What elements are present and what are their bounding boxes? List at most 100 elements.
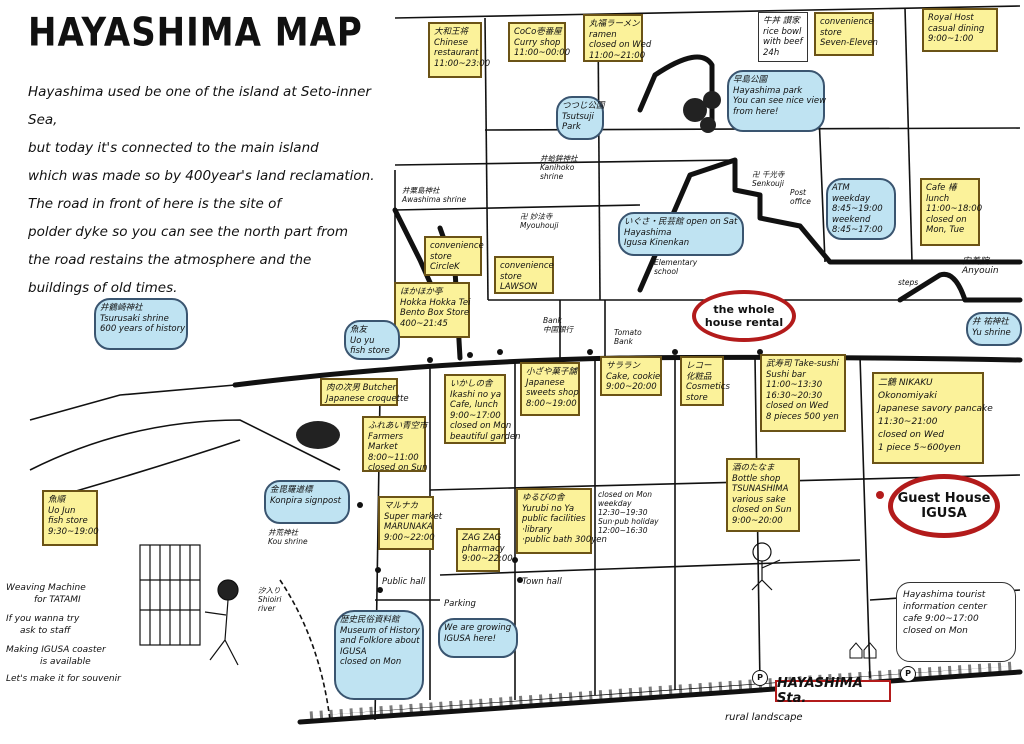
place-label-line: つつじ公園 <box>562 101 605 111</box>
intro-line: buildings of old times. <box>28 280 178 296</box>
place-label-line: 12:30~19:30 <box>598 508 648 517</box>
place-label-line: Tomato <box>614 328 642 337</box>
intro-line: but today it's connected to the main isl… <box>28 140 319 156</box>
parking-icon: P <box>900 666 916 682</box>
place-label-line: shrine <box>540 172 564 181</box>
yurubi-no-ya-label[interactable]: ゆるびの舎 Yurubi no Ya public facilities ·li… <box>516 488 607 554</box>
place-label-line: restaurant <box>434 48 479 58</box>
hokka-hokka-tei-label[interactable]: ほかほか亭 Hokka Hokka Tei Bento Box Store 40… <box>394 282 470 338</box>
sweets-shop-label[interactable]: 小ざや菓子舗 Japanese sweets shop 8:00~19:00 <box>520 362 580 416</box>
boy-icon <box>751 542 781 591</box>
place-label-line: and Folklore about <box>340 636 420 646</box>
place-label-line: closed on Wed <box>589 40 652 50</box>
place-label-line: 魚順 <box>48 495 66 505</box>
place-label-line: 11:00~00:00 <box>514 48 571 58</box>
beef-bowl-label[interactable]: 牛丼 讃家 rice bowl with beef 24h <box>758 12 808 62</box>
nikaku-okonomiyaki-label[interactable]: 二鶴 NIKAKU Okonomiyaki Japanese savory pa… <box>872 372 993 464</box>
place-label-line: lunch <box>926 193 950 204</box>
konpira-signpost-label[interactable]: 金毘羅道標 Konpira signpost <box>264 480 350 524</box>
place-label-line: 9:00~22:00 <box>384 532 435 543</box>
curry-shop-label[interactable]: CoCo壱番屋 Curry shop 11:00~00:00 <box>508 22 571 62</box>
farmers-market-label[interactable]: ふれあい青空市 Farmers Market 8:00~11:00 closed… <box>362 416 428 473</box>
place-label-line: Mon, Tue <box>926 225 965 235</box>
place-label-line: Hokka Hokka Tei <box>400 297 471 308</box>
place-label-line: 16:30~20:30 <box>766 390 823 401</box>
place-label-line: レコー <box>686 361 712 371</box>
place-label-line: Park <box>562 122 581 132</box>
rail-ties <box>309 661 1016 721</box>
marunaka-supermarket-label[interactable]: マルナカ Super market MARUNAKA 9:00~22:00 <box>378 496 443 550</box>
intro-line: the road restains the atmosphere and the <box>28 252 312 268</box>
place-label-line: 600 years of history <box>100 324 186 334</box>
sarana-cake-shop-label[interactable]: サララン Cake, cookie 9:00~20:00 <box>600 356 662 396</box>
uo-yu-fish-store-label[interactable]: 魚友 Uo yu fish store <box>344 320 400 360</box>
place-label-line: from here! <box>733 106 779 117</box>
lawson-label[interactable]: convenience store LAWSON <box>494 256 554 294</box>
place-label-line: with beef <box>763 37 803 47</box>
kanihoko-shrine-label: 井蛤鉾神社 Kanihoko shrine <box>540 154 578 181</box>
intro-line: which was made so by 400year's land recl… <box>28 168 375 184</box>
place-label-line: サララン <box>606 361 641 371</box>
place-label-line: Kou shrine <box>268 537 308 546</box>
place-label-line: 400~21:45 <box>400 318 448 329</box>
parking-label: Parking <box>444 599 476 609</box>
place-label-line: You can see nice view <box>733 96 827 106</box>
intro-line: The road in front of here is the site of <box>28 196 282 212</box>
place-label-line: convenience <box>820 17 874 27</box>
whole-house-rental-label[interactable]: the whole house rental <box>692 290 796 342</box>
place-label-line: cafe 9:00~17:00 <box>903 614 979 624</box>
royal-host-label[interactable]: Royal Host casual dining 9:00~1:00 <box>922 8 998 52</box>
tree-icon <box>700 117 716 133</box>
zagzag-pharmacy-label[interactable]: ZAG ZAG pharmacy 9:00~22:00 <box>456 528 513 572</box>
public-hall-label: Public hall <box>382 577 426 587</box>
yurubi-hours-label: closed on Mon weekday 12:30~19:30 Sun·pu… <box>598 490 659 535</box>
museum-label[interactable]: 歴史民俗資料館 Museum of History and Folklore a… <box>334 610 424 700</box>
hayashima-station-label[interactable]: HAYASHIMA Sta. <box>775 676 891 706</box>
place-label-line: Yurubi no Ya <box>522 503 575 514</box>
igusa-field-label[interactable]: We are growing IGUSA here! <box>438 618 518 658</box>
cafe-tsubaki-label[interactable]: Cafe 椿 lunch 11:00~18:00 closed on Mon, … <box>920 178 982 246</box>
place-label-line: 8:45~17:00 <box>832 225 883 235</box>
place-label-line: マルナカ <box>384 501 419 511</box>
place-label-line: 酒のたなま <box>732 463 775 473</box>
take-sushi-label[interactable]: 武寿司 Take-sushi Sushi bar 11:00~13:30 16:… <box>760 354 846 432</box>
circlek-label[interactable]: convenience store CircleK <box>424 236 484 276</box>
hayashima-park-label[interactable]: 早島公園 Hayashima park You can see nice vie… <box>727 70 827 132</box>
place-label-line: closed on Wed <box>878 430 944 440</box>
place-label-line: 大和王将 <box>434 27 469 37</box>
tourist-info-center-label[interactable]: Hayashima tourist information center caf… <box>896 582 1016 662</box>
seven-eleven-label[interactable]: convenience store Seven-Eleven <box>814 12 878 56</box>
street-h2 <box>394 159 736 166</box>
place-label-line: Super market <box>384 511 443 522</box>
place-label-line: convenience <box>500 261 554 271</box>
shioiri-river-label: 汐入り Shioiri river <box>258 586 281 613</box>
place-label-line: Tsurusaki shrine <box>100 313 169 324</box>
place-label-line: pharmacy <box>462 543 505 554</box>
kou-shrine-label: 井荒神社 Kou shrine <box>268 528 308 546</box>
place-label-line: 中国銀行 <box>543 325 573 334</box>
cosmetics-store-label[interactable]: レコー 化粧品 Cosmetics store <box>680 356 730 406</box>
place-label-line: 早島公園 <box>733 75 768 85</box>
boy-body <box>751 559 781 591</box>
uo-jun-fish-store-label[interactable]: 魚順 Uo Jun fish store 9:30~19:00 <box>42 490 99 546</box>
igusa-kinenkan-label[interactable]: いぐさ・民芸館 open on Sat Hayashima Igusa Kine… <box>618 212 744 256</box>
place-label-line: closed on Sun <box>368 463 428 473</box>
tsutsuji-park-label[interactable]: つつじ公園 Tsutsuji Park <box>556 96 605 140</box>
tsunashima-bottle-shop-label[interactable]: 酒のたなま Bottle shop TSUNASHIMA various sak… <box>726 458 800 532</box>
atm-label[interactable]: ATM weekday 8:45~19:00 weekend 8:45~17:0… <box>826 178 896 240</box>
ikashi-no-ya-label[interactable]: いかしの舎 Ikashi no ya Cafe, lunch 9:00~17:0… <box>444 374 520 444</box>
place-label-line: 二鶴 NIKAKU <box>878 378 933 388</box>
place-label-line: closed on Wed <box>766 401 829 411</box>
intro-text: Hayashima used be one of the island at S… <box>28 78 388 302</box>
ramen-shop-label[interactable]: 丸福ラーメン ramen closed on Wed 11:00~21:00 <box>583 14 652 62</box>
tsurusaki-shrine-label[interactable]: 井鶴崎神社 Tsurusaki shrine 600 years of hist… <box>94 298 188 350</box>
yu-shrine-label[interactable]: 井 祐神社 Yu shrine <box>966 312 1022 346</box>
house-icon <box>863 642 877 659</box>
guest-house-igusa-label[interactable]: Guest House IGUSA <box>888 474 1000 538</box>
location-dot <box>672 349 678 355</box>
chinese-restaurant-label[interactable]: 大和王将 Chinese restaurant 11:00~23:00 <box>428 22 490 78</box>
place-label-line: convenience <box>430 241 484 251</box>
butcher-label[interactable]: 肉の次男 Butcher Japanese croquette <box>320 378 409 406</box>
place-label-line: ramen <box>589 29 617 40</box>
place-label-line: CoCo壱番屋 <box>514 27 562 37</box>
